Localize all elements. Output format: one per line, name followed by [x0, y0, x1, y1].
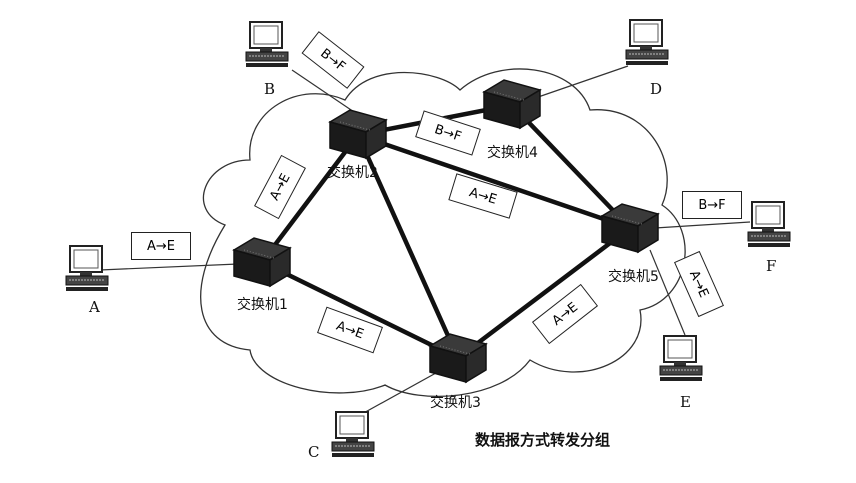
packet-switch5-to-f: B→F: [682, 191, 742, 219]
switch-5-icon: [601, 203, 659, 253]
host-c-label: C: [308, 443, 320, 461]
host-b-label: B: [264, 80, 276, 98]
diagram-caption: 数据报方式转发分组: [475, 431, 611, 449]
host-f-icon: [747, 201, 791, 248]
switch-4-label: 交换机4: [487, 145, 538, 161]
host-e-icon: [659, 335, 703, 382]
host-a-label: A: [89, 298, 100, 316]
host-c-icon: [331, 411, 375, 458]
backbone-links: [259, 102, 633, 361]
packet-a-to-switch1: A→E: [131, 232, 191, 260]
host-d-label: D: [650, 80, 663, 98]
switch-3-icon: [429, 333, 487, 383]
switch-4-icon: [483, 79, 541, 129]
host-a-icon: [65, 245, 109, 292]
host-e-label: E: [680, 393, 691, 411]
switch-2-icon: [329, 109, 387, 159]
switch-3-label: 交换机3: [430, 395, 481, 411]
host-b-icon: [245, 21, 289, 68]
switch-5-label: 交换机5: [608, 269, 659, 285]
switch-2-label: 交换机2: [327, 165, 378, 181]
host-f-label: F: [766, 257, 777, 275]
host-d-icon: [625, 19, 669, 66]
switch-1-icon: [233, 237, 291, 287]
switch-1-label: 交换机1: [237, 297, 288, 313]
